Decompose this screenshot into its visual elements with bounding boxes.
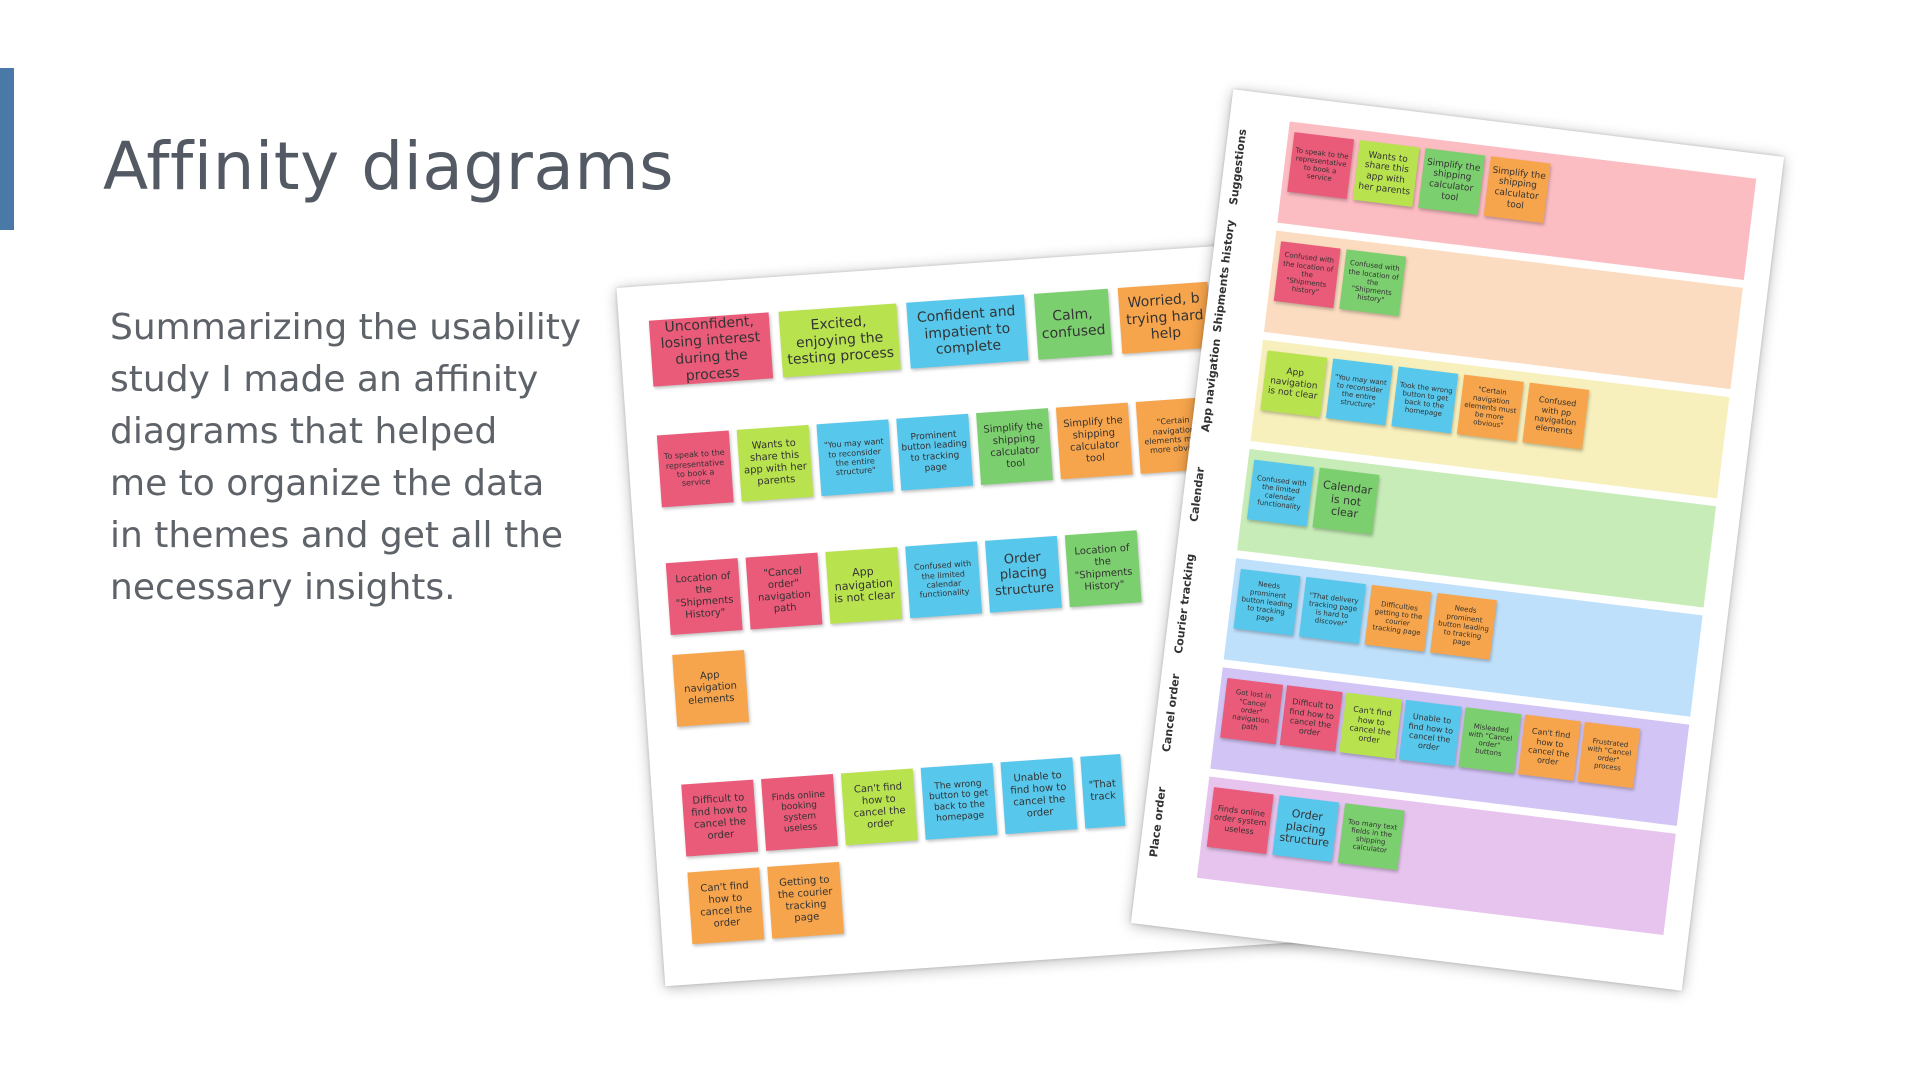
sticky-note: Simplify the shipping calculator tool [1484, 156, 1551, 223]
sticky-note: Unable to find how to cancel the order [1000, 757, 1077, 834]
body-line: study I made an affinity [110, 354, 610, 406]
band-label: App navigation [1199, 337, 1223, 432]
sticky-note: Finds online booking system useless [761, 774, 838, 851]
sticky-note: "That track [1080, 754, 1125, 829]
sticky-note: "You may want to reconsider the entire s… [1326, 358, 1393, 425]
sticky-note: Calendar is not clear [1312, 468, 1379, 535]
band-label: Suggestions [1227, 128, 1249, 205]
body-line: me to organize the data [110, 458, 610, 510]
sticky-note: Too many text fields in the shipping cal… [1338, 803, 1405, 870]
sticky-note: Order placing structure [1272, 795, 1339, 862]
sticky-note: Unable to find how to cancel the order [1399, 700, 1462, 766]
sticky-note: Can't find how to cancel the order [1339, 693, 1402, 759]
sticky-note: Needs prominent button leading to tracki… [1430, 593, 1497, 660]
sticky-note: App navigation elements [672, 650, 749, 727]
band-label: Cancel order [1160, 673, 1182, 753]
sticky-note: Got lost in "Cancel order" navigation pa… [1220, 678, 1283, 744]
sticky-note: Took the wrong button to get back to the… [1391, 367, 1458, 434]
band-label: Calendar [1188, 466, 1208, 522]
band-label: Shipments history [1211, 219, 1238, 333]
sticky-note: "That delivery tracking page is hard to … [1299, 577, 1366, 644]
sticky-note: Simplify the shipping calculator tool [976, 408, 1053, 485]
sticky-note: Difficulties getting to the courier trac… [1365, 585, 1432, 652]
sticky-note: "You may want to reconsider the entire s… [816, 419, 893, 496]
sticky-note: Unconfident, losing interest during the … [649, 312, 773, 386]
sticky-note: App navigation is not clear [825, 547, 902, 624]
sticky-note: Prominent button leading to tracking pag… [896, 414, 973, 491]
body-line: in themes and get all the [110, 510, 610, 562]
sticky-note: Difficult to find how to cancel the orde… [681, 780, 758, 857]
sticky-note: "Certain navigation elements must be mor… [1457, 375, 1524, 442]
sticky-note: App navigation is not clear [1260, 350, 1327, 417]
band-label: Courier tracking [1172, 552, 1197, 654]
sticky-note: Excited, enjoying the testing process [779, 303, 901, 377]
sticky-note: Order placing structure [985, 536, 1062, 613]
accent-bar [0, 68, 14, 230]
sticky-note: Wants to share this app with her parents [737, 425, 814, 502]
sticky-note: Confident and impatient to complete [906, 295, 1028, 369]
sticky-note: Confused with pp navigation elements [1522, 383, 1589, 450]
sticky-note: Getting to the courier tracking page [767, 862, 844, 939]
sticky-note: Location of the "Shipments History" [666, 558, 743, 635]
affinity-sheet-front: Suggestions To speak to the representati… [1131, 89, 1784, 990]
sticky-note: Difficult to find how to cancel the orde… [1280, 685, 1343, 751]
body-line: necessary insights. [110, 562, 610, 614]
sticky-note: Simplify the shipping calculator tool [1418, 148, 1485, 215]
body-line: diagrams that helped [110, 406, 610, 458]
sticky-note: Confused with the location of the "Shipm… [1274, 241, 1341, 308]
sticky-note: To speak to the representative to book a… [1287, 132, 1354, 199]
band-label: Place order [1147, 786, 1169, 858]
sticky-note: Calm, confused [1034, 289, 1112, 360]
sticky-note: Misleaded with "Cancel order" buttons [1458, 707, 1521, 773]
sticky-note: "Cancel order" navigation path [746, 553, 823, 630]
body-line: Summarizing the usability [110, 302, 610, 354]
sticky-note: Confused with the location of the "Shipm… [1339, 249, 1406, 316]
sticky-note: Finds online order system useless [1207, 787, 1274, 854]
sticky-note: Can't find how to cancel the order [687, 867, 764, 944]
sticky-note: To speak to the representative to book a… [657, 430, 734, 507]
sticky-note: Simplify the shipping calculator tool [1056, 403, 1133, 480]
sticky-note: Location of the "Shipments History" [1065, 530, 1142, 607]
sticky-note: Needs prominent button leading to tracki… [1234, 569, 1301, 636]
sticky-note: Confused with the limited calendar funct… [905, 541, 982, 618]
sticky-note: Frustrated with "Cancel order" process [1577, 722, 1640, 788]
sticky-note: Confused with the limited calendar funct… [1247, 460, 1314, 527]
slide-body: Summarizing the usability study I made a… [110, 302, 610, 614]
sticky-note: The wrong button to get back to the home… [921, 763, 998, 840]
sticky-note: Can't find how to cancel the order [841, 768, 918, 845]
sticky-note: Worried, b trying hard help [1118, 282, 1212, 354]
sticky-note: Wants to share this app with her parents [1353, 140, 1420, 207]
sticky-note: Can't find how to cancel the order [1518, 715, 1581, 781]
slide-title: Affinity diagrams [103, 128, 674, 205]
